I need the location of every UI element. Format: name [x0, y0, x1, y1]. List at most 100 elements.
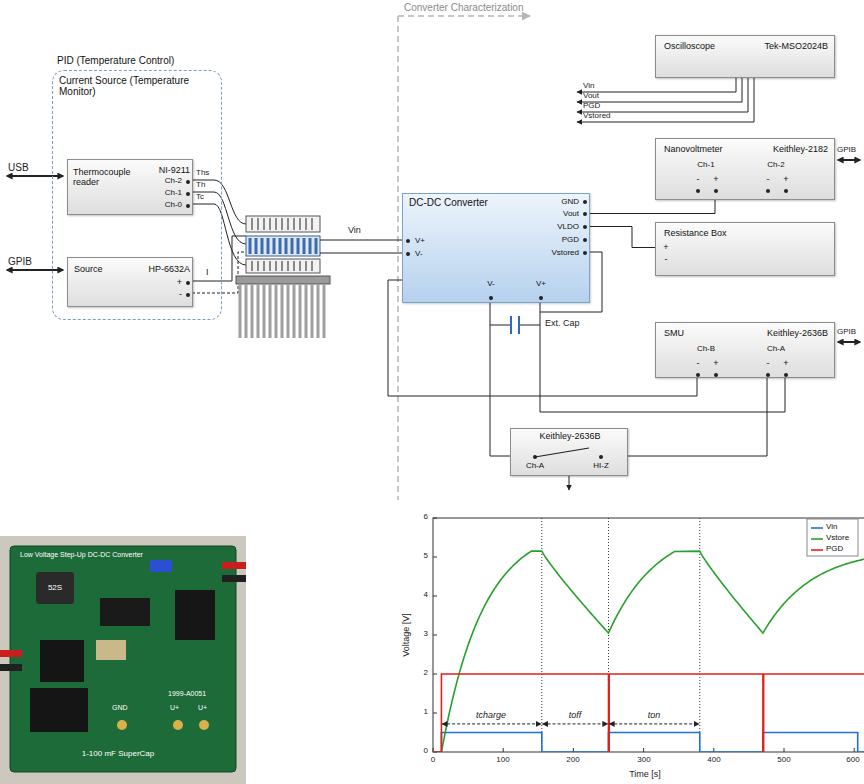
tick-label: 300	[637, 756, 650, 765]
pin-dot	[186, 281, 190, 285]
tick-mark	[433, 713, 437, 714]
capacitor	[511, 316, 519, 334]
thermoelectric-stack	[252, 261, 312, 271]
input-wire	[320, 253, 402, 254]
pin-label: V-	[487, 280, 495, 289]
tick-label: 6	[424, 513, 428, 522]
board-photo	[0, 536, 246, 784]
pin-dot	[696, 189, 700, 193]
thermoelectric-stack	[252, 218, 312, 230]
signal-label: Vin	[583, 82, 594, 91]
board-photo	[40, 640, 84, 682]
input-wire	[320, 240, 402, 253]
series-line	[433, 674, 864, 752]
instrument-box: OscilloscopeTek-MSO2024B	[655, 35, 835, 78]
board-photo	[222, 575, 246, 582]
legend-sample	[811, 549, 823, 551]
tick-label: 0	[431, 756, 435, 765]
interval-arrow	[442, 723, 541, 724]
board-photo	[222, 562, 246, 569]
board-print: 52S	[48, 584, 62, 593]
pin-dot	[539, 296, 543, 300]
legend-label: Vstore	[826, 534, 849, 543]
signal-label: I	[206, 268, 209, 278]
axis-title: Voltage [V]	[402, 613, 412, 657]
tick-label: 5	[424, 552, 428, 561]
interval-label: ton	[648, 711, 661, 721]
pin-label: Ch-B	[697, 345, 715, 354]
interval-label: toff	[569, 711, 582, 721]
probe-lead	[577, 78, 754, 122]
pin-label: -	[179, 290, 182, 300]
section-divider	[398, 15, 530, 17]
pin-dot	[583, 238, 587, 242]
part-label: Ext. Cap	[545, 319, 580, 329]
box-title: Keithley-2636B	[539, 432, 600, 442]
converter-box: DC-DC ConverterV+V-GNDVoutVLDOPGDVstored…	[402, 193, 590, 303]
board-photo	[36, 572, 74, 604]
tick-label: 1	[424, 708, 428, 717]
signal-label: Th	[196, 181, 205, 190]
pin-dot	[583, 225, 587, 229]
tick-mark	[784, 748, 785, 752]
pin-dot	[784, 373, 788, 377]
bus-arrow	[838, 159, 860, 161]
plot-frame	[433, 518, 864, 752]
box-title: PID (Temperature Control)	[57, 55, 174, 66]
pin-label: -	[767, 359, 770, 369]
pin-label: NI-9211	[159, 166, 190, 176]
pin-label: Keithley-2182	[773, 145, 828, 155]
pin-label: Ch-1	[697, 161, 714, 170]
board-photo	[10, 546, 236, 772]
board-photo	[0, 650, 22, 657]
board-photo	[30, 688, 88, 732]
thermoelectric-stack	[236, 276, 330, 284]
pin-label: HP-6632A	[148, 265, 190, 275]
bus-label: GPIB	[8, 256, 32, 267]
thermoelectric-stack	[246, 216, 320, 232]
thermocouple-wire	[192, 204, 246, 265]
legend-sample	[811, 527, 823, 529]
board-photo	[0, 664, 22, 671]
instrument-box: SourceHP-6632A+-	[67, 257, 193, 307]
pin-dot	[583, 251, 587, 255]
interval-arrow	[543, 723, 608, 724]
instrument-box: NanovoltmeterKeithley-2182Ch-1-+Ch-2-+	[655, 138, 835, 200]
pin-label: Ch-1	[165, 189, 182, 198]
interval-label: tcharge	[476, 711, 506, 721]
wire	[590, 200, 715, 214]
thermoelectric-stack	[246, 236, 320, 256]
section-divider	[397, 16, 399, 500]
legend-label: PGD	[826, 545, 843, 554]
board-photo	[199, 720, 209, 730]
pin-label: +	[783, 359, 788, 369]
wire	[628, 378, 767, 456]
signal-label: Tc	[196, 193, 204, 202]
box-title: Nanovoltmeter	[664, 145, 723, 155]
signal-label: Vin	[348, 226, 361, 236]
box-title: Source	[74, 265, 103, 275]
thermoelectric-stack	[250, 238, 316, 254]
voltage-chart	[433, 518, 864, 752]
thermoelectric-stack	[240, 284, 324, 338]
wire	[490, 303, 510, 456]
pin-label: V-	[415, 250, 423, 259]
tick-label: 4	[424, 591, 428, 600]
series-line	[433, 551, 864, 752]
pin-label: Ch-2	[165, 177, 182, 186]
pin-label: Ch-0	[165, 201, 182, 210]
pin-dot	[186, 192, 190, 196]
pin-label: Ch-A	[526, 462, 544, 471]
pin-dot	[784, 189, 788, 193]
board-photo	[117, 720, 127, 730]
pin-label: +	[713, 175, 718, 185]
legend-label: Vin	[826, 523, 837, 532]
instrument-box: Thermocouple readerNI-9211Ch-2Ch-1Ch-0	[67, 159, 193, 215]
box-title: Oscilloscope	[664, 42, 715, 52]
tick-label: 600	[846, 756, 859, 765]
box-title: DC-DC Converter	[409, 197, 488, 208]
tick-label: 500	[777, 756, 790, 765]
